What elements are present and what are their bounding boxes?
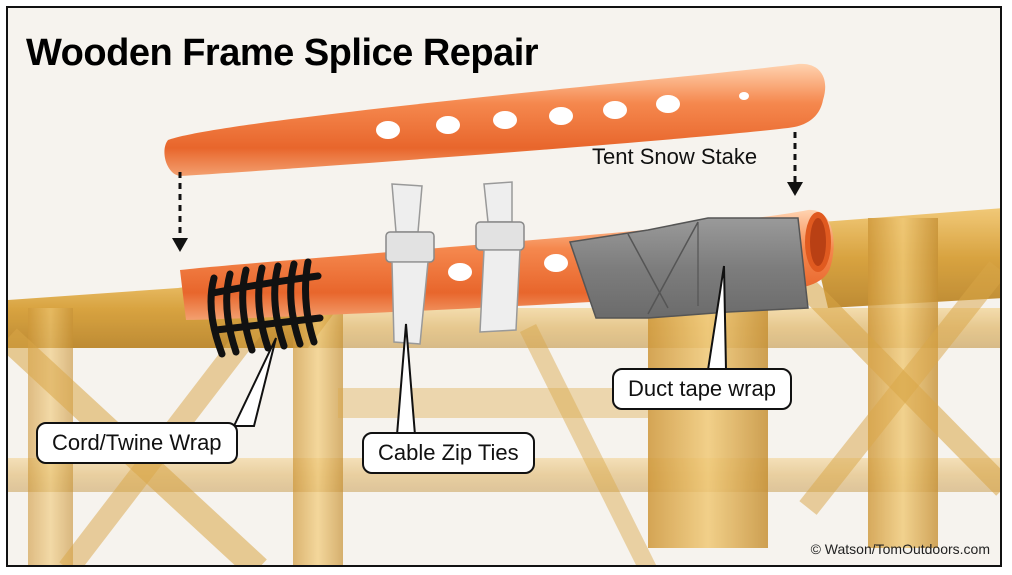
arrow-right-head <box>787 182 803 196</box>
duct-tape-callout: Duct tape wrap <box>612 368 792 410</box>
cord-pointer <box>232 337 277 427</box>
copyright-credit: © Watson/TomOutdoors.com <box>810 541 990 557</box>
page-title: Wooden Frame Splice Repair <box>26 32 539 74</box>
zip-ties-callout: Cable Zip Ties <box>362 432 535 474</box>
stake-label: Tent Snow Stake <box>592 144 758 169</box>
diagram-frame: Wooden Frame Splice Repair Tent Snow Sta… <box>6 6 1002 567</box>
arrow-left-head <box>172 238 188 252</box>
cord-wrap <box>207 258 324 358</box>
cord-wrap-callout: Cord/Twine Wrap <box>36 422 238 464</box>
illustration <box>8 63 1000 565</box>
wood-frame <box>8 208 1000 565</box>
duct-tape-wrap <box>569 217 809 319</box>
zip-ties <box>385 181 525 345</box>
top-tent-stake <box>164 63 826 176</box>
